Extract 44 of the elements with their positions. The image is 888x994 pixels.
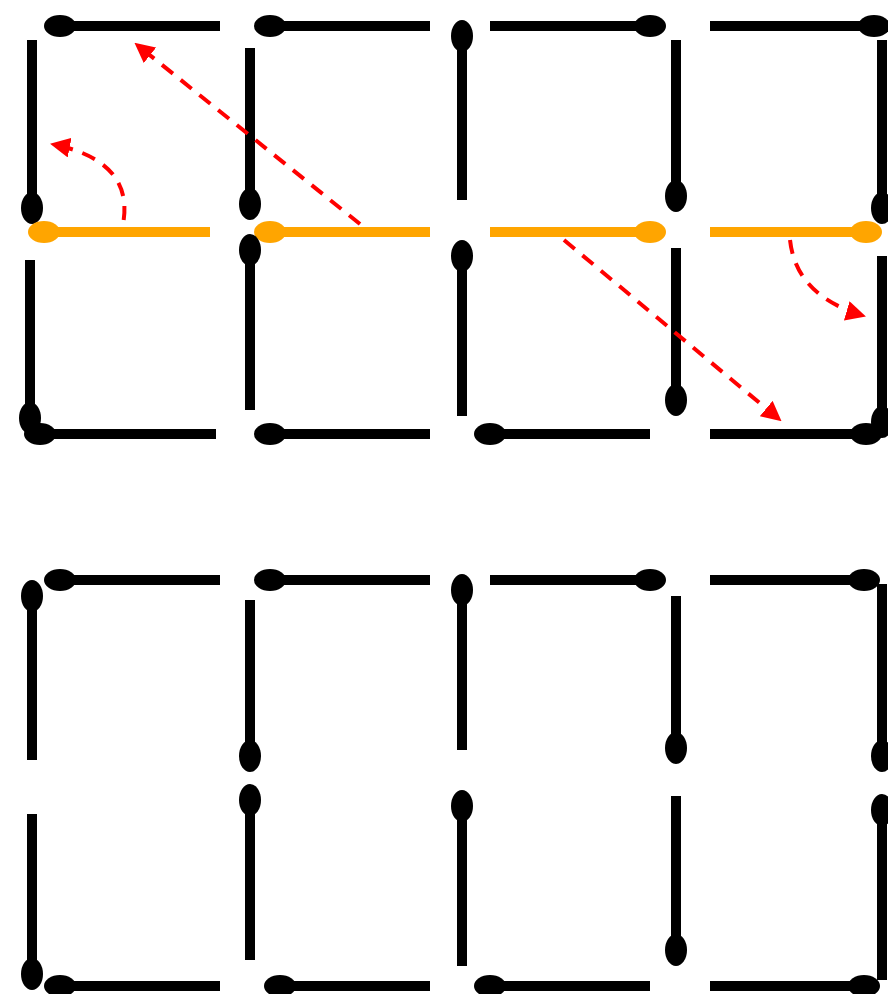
matchstick: [21, 40, 43, 224]
matchstick: [710, 15, 888, 37]
matchstick: [28, 221, 210, 243]
matchstick: [44, 569, 220, 591]
matchstick: [254, 15, 430, 37]
matchstick: [19, 260, 41, 434]
matchstick: [21, 580, 43, 760]
matchstick: [239, 600, 261, 772]
matchstick: [871, 794, 888, 980]
matchstick: [44, 15, 220, 37]
matchstick: [451, 574, 473, 750]
matchstick: [451, 240, 473, 416]
arrow: [134, 42, 362, 226]
matchstick: [871, 584, 888, 772]
matchstick: [871, 40, 888, 224]
matchstick: [474, 975, 650, 994]
matchstick: [24, 423, 216, 445]
matchstick: [490, 569, 666, 591]
matchstick: [665, 596, 687, 764]
matchstick: [264, 975, 430, 994]
matchstick: [451, 20, 473, 200]
arrow: [788, 239, 866, 320]
matchstick: [254, 423, 430, 445]
arrow: [50, 138, 127, 221]
matchstick: [44, 975, 220, 994]
matchstick: [239, 234, 261, 410]
matchstick: [254, 569, 430, 591]
matchstick: [871, 256, 888, 438]
matchstick: [474, 423, 650, 445]
matchstick: [665, 248, 687, 416]
matchstick: [239, 784, 261, 960]
matchstick: [451, 790, 473, 966]
matchstick: [710, 221, 882, 243]
matchstick: [710, 975, 880, 994]
matchstick: [665, 40, 687, 212]
matchstick: [21, 814, 43, 990]
matchstick: [665, 796, 687, 966]
matchstick: [239, 48, 261, 220]
matchstick: [490, 221, 666, 243]
arrow: [562, 238, 782, 422]
matchstick: [710, 569, 880, 591]
matchstick: [710, 423, 882, 445]
matchstick: [254, 221, 430, 243]
matchstick: [490, 15, 666, 37]
